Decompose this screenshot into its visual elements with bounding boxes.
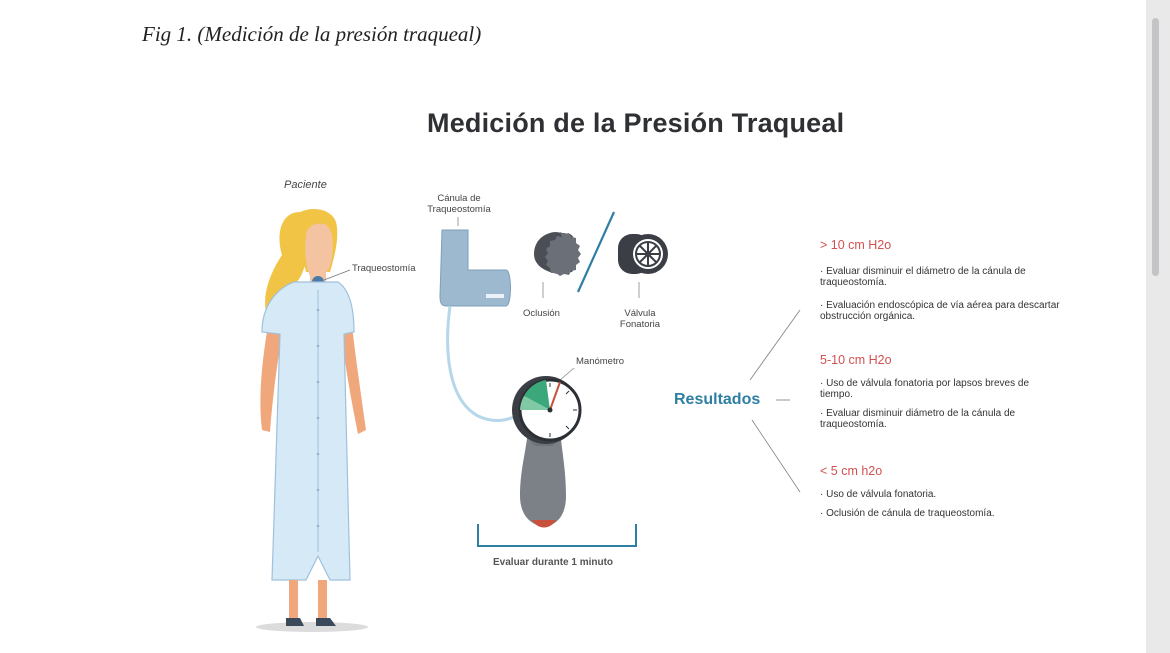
result-low-item-1: · Uso de válvula fonatoria. <box>820 489 937 500</box>
cannula-label: Cánula de Traqueostomía <box>427 193 491 215</box>
occlusion-cap <box>534 232 581 298</box>
patient-gown <box>261 281 355 581</box>
result-low-item-2: · Oclusión de cánula de traqueostomía. <box>820 508 995 519</box>
diagram-artwork <box>256 209 801 632</box>
manometer-label: Manómetro <box>576 356 625 367</box>
occlusion-label: Oclusión <box>523 308 560 319</box>
figure-caption: Fig 1. (Medición de la presión traqueal) <box>142 22 482 46</box>
tracheostomy-cannula <box>439 217 521 422</box>
patient-figure <box>256 209 368 632</box>
result-mid-item-1: · Uso de válvula fonatoria por lapsos br… <box>820 378 1030 400</box>
document-page: Fig 1. (Medición de la presión traqueal)… <box>0 0 1146 653</box>
result-high-item-2: · Evaluación endoscópica de vía aérea pa… <box>820 300 1060 322</box>
result-heading-mid: 5-10 cm H2o <box>820 353 892 367</box>
patient-arm-left <box>260 326 282 432</box>
result-connectors <box>749 309 801 493</box>
patient-arm-right <box>342 326 366 434</box>
patient-label: Paciente <box>284 179 327 191</box>
evaluation-duration-label: Evaluar durante 1 minuto <box>493 557 614 568</box>
patient-hair <box>265 212 306 312</box>
vertical-scrollbar[interactable] <box>1150 6 1162 646</box>
diagram-title: Medición de la Presión Traqueal <box>427 108 845 138</box>
patient-shadow <box>256 622 368 632</box>
manometer <box>512 367 582 528</box>
gauge-green-sector <box>524 380 550 410</box>
results-label: Resultados <box>674 391 761 408</box>
result-high-item-1: · Evaluar disminuir el diámetro de la cá… <box>820 266 1026 288</box>
pressure-tube <box>446 305 521 422</box>
result-mid-item-2: · Evaluar disminuir diámetro de la cánul… <box>820 408 1016 430</box>
tracheostomy-label: Traqueostomía <box>352 263 416 274</box>
speaking-valve <box>618 234 668 298</box>
valve-label: Válvula Fonatoria <box>619 308 661 330</box>
scrollbar-thumb[interactable] <box>1152 18 1159 276</box>
result-heading-high: > 10 cm H2o <box>820 238 892 252</box>
result-heading-low: < 5 cm h2o <box>820 464 883 478</box>
patient-face <box>305 223 333 276</box>
evaluation-bracket <box>477 524 637 547</box>
